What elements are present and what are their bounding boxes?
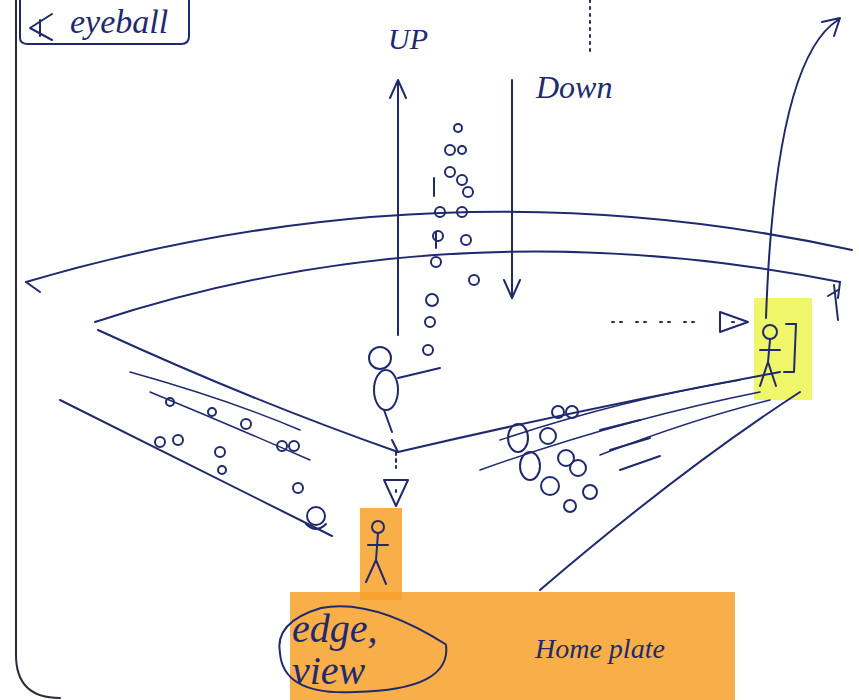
stand-line xyxy=(60,400,332,536)
ball-path xyxy=(423,124,479,355)
down-arrow xyxy=(504,80,520,298)
outline-stroke xyxy=(20,0,189,44)
view-arc xyxy=(766,18,840,318)
orange-highlight xyxy=(360,508,402,600)
crowd xyxy=(155,398,326,529)
node-text: edge, view xyxy=(292,608,432,692)
wall-end xyxy=(26,282,840,298)
outfield-wall xyxy=(26,212,852,282)
bracket xyxy=(828,285,838,320)
crowd xyxy=(508,406,660,512)
stand-line xyxy=(540,392,800,590)
orange-highlight xyxy=(290,592,735,700)
stick-figure xyxy=(366,521,388,584)
foul-line xyxy=(398,372,780,452)
speech-loop: edge, view xyxy=(278,604,450,694)
batter-figure xyxy=(369,347,440,468)
axis-label: UP xyxy=(388,22,428,55)
up-arrow xyxy=(390,80,406,335)
dotted-sight xyxy=(612,321,694,323)
dotted-line xyxy=(589,0,591,52)
outfield-wall xyxy=(95,251,840,322)
yellow-highlight xyxy=(754,298,812,400)
axis-label: Down xyxy=(536,70,612,105)
page-frame xyxy=(16,0,60,698)
place-label: Home plate xyxy=(535,634,665,665)
title-box: eyeball xyxy=(18,0,191,46)
eye-symbol xyxy=(720,312,748,332)
eye-symbol xyxy=(384,480,408,506)
node-text: eyeball xyxy=(70,4,169,40)
stick-figure xyxy=(760,324,796,386)
stand-rows xyxy=(130,372,310,460)
outline-stroke xyxy=(279,606,446,692)
eye-icon xyxy=(30,14,52,40)
